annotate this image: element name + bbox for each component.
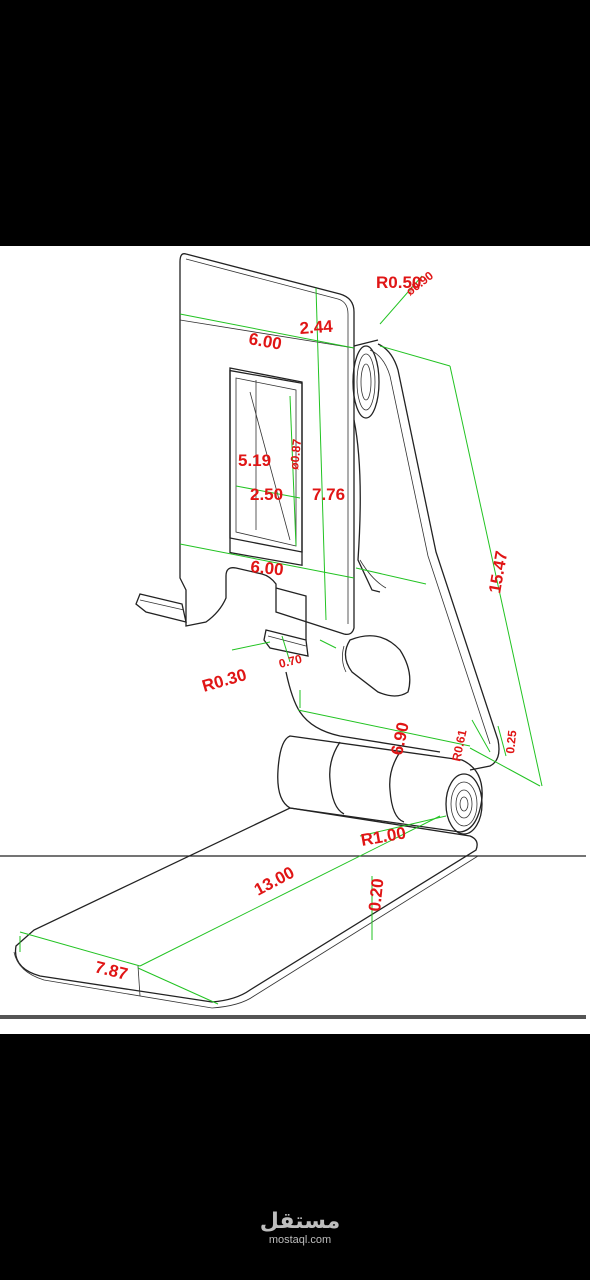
top-black-band [0,0,590,246]
dim-arm-offset: 6.90 [387,721,412,757]
watermark-brand: مستقل [259,1209,341,1234]
dimension-lines [19,275,543,1005]
dim-bottom-width: 6.00 [250,557,285,579]
dim-plate-height: 7.76 [312,485,345,504]
support-arm [353,343,500,771]
drawing-canvas: 6.00 2.44 R0.50 ø0.90 5.19 2.50 ø0.87 7.… [0,253,586,1019]
dim-hinge-radius: R1.00 [359,823,407,850]
dim-corner-radius: R0.50 [376,273,421,292]
holder-plate [179,253,355,636]
dim-slot-hole: ø0.87 [287,438,304,470]
left-hook [135,593,187,623]
dim-base-length: 13.00 [251,863,297,900]
pivot-disk [352,339,380,419]
technical-drawing: 6.00 2.44 R0.50 ø0.90 5.19 2.50 ø0.87 7.… [0,246,590,1034]
hinge-link [285,635,441,753]
dim-hook-radius: R0.30 [200,665,249,696]
watermark: مستقل mostaql.com [250,1210,350,1247]
dim-top-height: 2.44 [299,317,334,338]
right-hook [263,587,309,657]
dim-hook-depth: 0.70 [277,652,303,671]
base-plate [13,807,479,1009]
dim-arm-length: 15.47 [485,549,511,594]
dim-arm-radius: R0.61 [449,728,469,763]
dim-base-thickness: 0.20 [365,878,387,913]
dim-arm-tip: 0.25 [503,729,519,754]
dim-slot-width: 2.50 [250,485,283,504]
watermark-domain: mostaql.com [268,1234,332,1246]
bottom-black-band [0,1034,590,1280]
dim-slot-height: 5.19 [238,451,271,470]
hinge-cylinder [277,735,483,835]
